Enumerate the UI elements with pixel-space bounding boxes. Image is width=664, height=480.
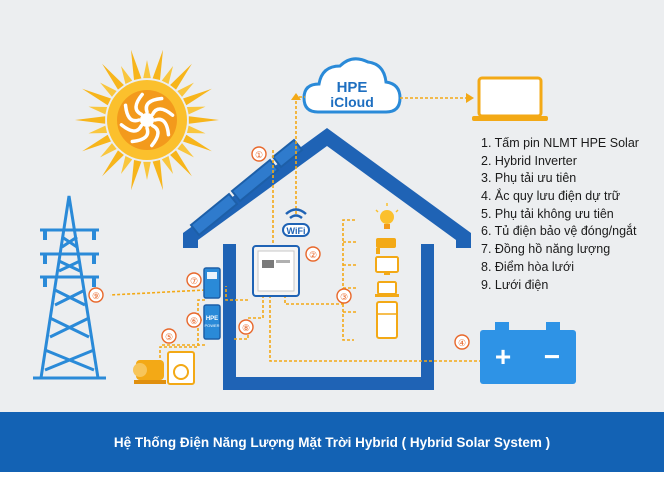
svg-text:⑧: ⑧ xyxy=(242,323,250,333)
sun-ray xyxy=(152,159,164,191)
sun-ray xyxy=(170,63,192,90)
energy-meter-icon xyxy=(203,267,221,299)
non-priority-loads xyxy=(133,351,195,385)
marker-6: ⑥ xyxy=(186,312,202,328)
refrigerator-icon xyxy=(376,301,398,339)
sun-ray xyxy=(130,49,142,81)
sun-ray xyxy=(188,116,219,124)
hybrid-inverter-icon xyxy=(252,245,300,297)
legend-list: 1. Tấm pin NLMT HPE Solar 2. Hybrid Inve… xyxy=(481,135,639,294)
battery-icon xyxy=(480,322,576,384)
sun-ray xyxy=(82,134,111,152)
footer-title: Hệ Thống Điện Năng Lượng Mặt Trời Hybrid… xyxy=(113,434,551,450)
sun-ray xyxy=(183,88,212,106)
power-tower-icon xyxy=(33,195,106,380)
svg-text:⑥: ⑥ xyxy=(190,316,198,326)
sun-ray xyxy=(88,106,108,115)
svg-text:①: ① xyxy=(255,150,263,160)
priority-loads xyxy=(375,203,399,339)
sun-swirl-arm xyxy=(150,123,160,148)
sun-swirl-arm xyxy=(130,126,150,144)
battery-plus-label: + xyxy=(495,341,511,372)
sun-ray xyxy=(161,156,174,175)
sun-ray xyxy=(143,60,151,79)
svg-text:②: ② xyxy=(309,250,317,260)
legend-item: 4. Ắc quy lưu điện dự trữ xyxy=(481,189,621,204)
sun-ray xyxy=(183,134,212,152)
cloud-label-hpe: HPE xyxy=(337,79,368,96)
power-box-label-hpe: HPE xyxy=(206,316,218,322)
washing-machine-icon xyxy=(167,351,195,385)
legend-item: 1. Tấm pin NLMT HPE Solar xyxy=(481,136,639,150)
legend-item: 8. Điểm hòa lưới xyxy=(481,259,574,274)
marker-7: ⑦ xyxy=(186,272,202,288)
monitor-icon xyxy=(375,256,399,275)
sun-ray xyxy=(170,150,192,177)
bottom-strip xyxy=(0,472,664,480)
laptop-load-icon xyxy=(375,281,399,297)
sun-ray xyxy=(161,65,174,84)
sun-ray xyxy=(88,125,108,134)
sun-ray xyxy=(102,63,124,90)
sun-ray xyxy=(177,143,194,158)
footer-banner: Hệ Thống Điện Năng Lượng Mặt Trời Hybrid… xyxy=(0,412,664,472)
svg-text:④: ④ xyxy=(458,338,466,348)
sun-ray xyxy=(120,65,133,84)
legend-item: 6. Tủ điện bảo vệ đóng/ngắt xyxy=(481,224,637,239)
cloud-label-icloud: iCloud xyxy=(330,94,374,110)
sun-ray xyxy=(102,150,124,177)
marker-8: ⑧ xyxy=(238,319,254,335)
sun-ray xyxy=(186,125,206,134)
camera-icon xyxy=(376,238,396,254)
sun-icon xyxy=(75,49,219,191)
sun-ray xyxy=(82,88,111,106)
light-bulb-icon xyxy=(375,203,399,229)
sun-swirl-arm xyxy=(134,92,144,117)
sun-ray xyxy=(177,82,194,97)
marker-5: ⑤ xyxy=(161,328,177,344)
protection-cabinet-icon xyxy=(203,304,221,340)
marker-1: ① xyxy=(251,146,267,162)
marker-3: ③ xyxy=(336,288,352,304)
sun-ray xyxy=(100,143,117,158)
marker-4: ④ xyxy=(454,334,470,350)
sun-ray xyxy=(152,49,164,81)
sun-ray xyxy=(75,116,106,124)
arrow-to-cloud-icon xyxy=(291,93,301,100)
svg-text:⑨: ⑨ xyxy=(92,291,100,301)
hybrid-solar-diagram: HPE iCloud xyxy=(33,49,576,390)
motor-pump-icon xyxy=(133,360,166,384)
sun-swirl-arm xyxy=(150,107,175,117)
power-box-label-power: POWER xyxy=(204,323,219,328)
sun-swirl-arm xyxy=(123,103,141,123)
laptop-icon xyxy=(472,76,548,121)
svg-text:③: ③ xyxy=(340,292,348,302)
house-outline xyxy=(183,128,471,390)
legend-item: 7. Đồng hồ năng lượng xyxy=(481,242,611,257)
svg-text:⑦: ⑦ xyxy=(190,276,198,286)
svg-text:⑤: ⑤ xyxy=(165,332,173,342)
tower-insulators xyxy=(43,230,96,287)
marker-9: ⑨ xyxy=(88,287,104,303)
arrow-to-laptop-icon xyxy=(466,93,474,103)
wifi-label: WiFi xyxy=(287,226,306,236)
battery-minus-label: − xyxy=(544,341,560,372)
solar-panels xyxy=(189,138,304,237)
sun-swirl-arm xyxy=(119,123,144,133)
sun-ray xyxy=(186,106,206,115)
sun-swirl-arm xyxy=(144,96,164,114)
sun-ray xyxy=(120,156,133,175)
legend-item: 3. Phụ tải ưu tiên xyxy=(481,171,577,186)
sun-ray xyxy=(130,159,142,191)
legend-item: 9. Lưới điện xyxy=(481,277,549,292)
legend-item: 5. Phụ tải không ưu tiên xyxy=(481,206,614,221)
sun-swirl-arm xyxy=(153,117,171,137)
legend-item: 2. Hybrid Inverter xyxy=(481,153,577,168)
sun-ray xyxy=(143,161,151,180)
sun-ray xyxy=(100,82,117,97)
wifi-icon xyxy=(282,208,310,237)
marker-2: ② xyxy=(305,246,321,262)
